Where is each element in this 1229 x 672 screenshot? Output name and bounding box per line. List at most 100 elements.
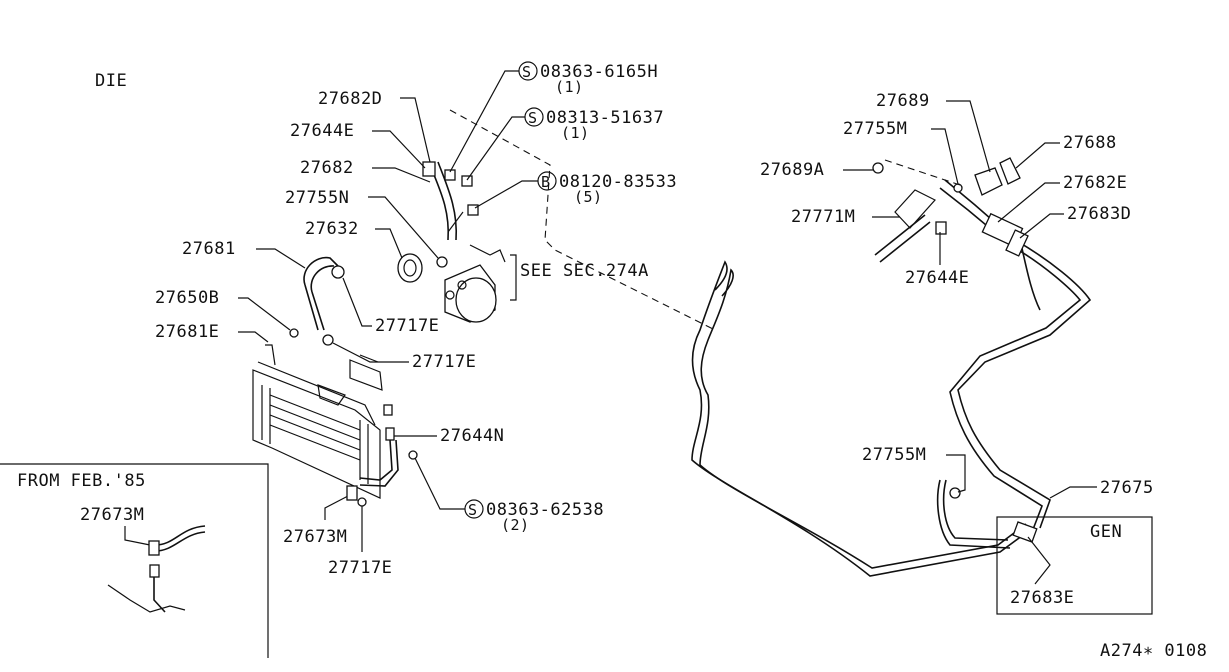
- hose-27681: [304, 284, 325, 331]
- bracket-27771m: [894, 189, 936, 229]
- fastener-3-qty: (5): [574, 188, 603, 206]
- leader-27755m-b: [946, 454, 966, 493]
- callout-27644e-b: 27644E: [905, 268, 969, 288]
- main-lines: [691, 157, 1092, 577]
- line-27675-inner: [699, 268, 1027, 569]
- fitting-27717e-a: [331, 265, 345, 279]
- callout-27675: 27675: [1100, 478, 1154, 498]
- fastener-3-part: 08120-83533: [559, 172, 677, 192]
- leader-fastener-4: [414, 457, 465, 510]
- pulley-hub: [403, 259, 417, 277]
- inset-pipe-lower: [153, 577, 166, 613]
- condenser-bracket-left: [265, 344, 276, 366]
- leader-27688: [1015, 142, 1060, 169]
- fastener-3-symbol: B: [541, 173, 551, 191]
- see-sec-bracket: [510, 254, 517, 301]
- line-27755m-b-inner: [942, 479, 1009, 541]
- callout-27681e: 27681E: [155, 322, 219, 342]
- pipe-27673m: [359, 439, 393, 481]
- fitting-27755n: [436, 256, 448, 268]
- line-27682e: [944, 179, 1092, 529]
- dash-ref-1: [449, 109, 716, 331]
- pipe-27673m-2: [359, 439, 399, 487]
- fastener-4-qty: (2): [501, 516, 530, 534]
- leader-27717e-b: [332, 342, 409, 363]
- fitting-27717e-b: [322, 334, 334, 346]
- callout-27682e: 27682E: [1063, 173, 1127, 193]
- pipe-27771m: [874, 214, 931, 263]
- bolt-s4: [408, 450, 418, 460]
- fitting-27673m: [346, 485, 358, 501]
- line-27682e-inner: [939, 187, 1082, 533]
- fitting-27717e-c: [357, 497, 367, 507]
- leader-27673m-a: [324, 495, 349, 520]
- dash-ref-2: [884, 159, 961, 186]
- fitting-27650b: [289, 328, 299, 338]
- drawing-reference: A274∗ 0108: [1100, 641, 1207, 661]
- hose-27681-top: [303, 256, 341, 286]
- condenser-frame: [252, 369, 381, 499]
- fastener-2-symbol: S: [528, 109, 538, 127]
- leader-27644e-a: [372, 130, 426, 169]
- inset-from-feb-85: FROM FEB.'85 27673M: [0, 463, 269, 658]
- gen-box: GEN: [996, 516, 1153, 615]
- fitting-27644n-a: [383, 404, 393, 416]
- leader-27673m-inset: [124, 526, 151, 546]
- leader-27755n: [368, 196, 439, 259]
- variant-label-gen: GEN: [1090, 522, 1122, 542]
- leader-27681e: [238, 331, 269, 343]
- leader-27683d: [1019, 213, 1064, 239]
- variant-label-die: DIE: [95, 71, 127, 91]
- compressor-wire: [469, 244, 506, 263]
- inset-body-outline: [107, 584, 186, 613]
- callout-27632: 27632: [305, 219, 359, 239]
- fastener-1-qty: (1): [555, 78, 584, 96]
- leader-27650b: [238, 297, 291, 331]
- fitting-27682d: [422, 161, 436, 177]
- fitting-27755m-b: [949, 487, 961, 499]
- fastener-2-qty: (1): [561, 124, 590, 142]
- callout-27682d: 27682D: [318, 89, 382, 109]
- fastener-4-symbol: S: [468, 501, 478, 519]
- fitting-27644e-b: [935, 221, 947, 235]
- condenser-mount: [317, 384, 346, 406]
- see-section-note: SEE SEC.274A: [520, 261, 649, 281]
- callout-27682: 27682: [300, 158, 354, 178]
- reference-lines: [449, 109, 961, 331]
- callout-27771m: 27771M: [791, 207, 855, 227]
- callout-27673m-a: 27673M: [283, 527, 347, 547]
- condenser-top-rail: [257, 361, 376, 426]
- inset-border: [0, 463, 269, 658]
- leader-fastener-2: [466, 116, 525, 181]
- die-hoses: [303, 161, 479, 346]
- pulley-27632: [397, 253, 423, 283]
- leader-27755m-a: [931, 128, 959, 185]
- hose-27682-2: [437, 161, 458, 241]
- line-27675-outer: [691, 260, 1031, 577]
- callout-27689: 27689: [876, 91, 930, 111]
- fastener-2-part: 08313-51637: [546, 108, 664, 128]
- gen-border: [996, 516, 1153, 615]
- callout-27673m-inset: 27673M: [80, 505, 144, 525]
- callout-27650b: 27650B: [155, 288, 219, 308]
- hose-27681-top-2: [310, 265, 335, 293]
- inset-fitting: [148, 540, 160, 556]
- leader-fastener-1: [449, 70, 519, 173]
- leader-fastener-3: [474, 180, 538, 209]
- fastener-4-part: 08363-62538: [486, 500, 604, 520]
- inset-title: FROM FEB.'85: [17, 471, 146, 491]
- callout-27717e-c: 27717E: [328, 558, 392, 578]
- callout-27689a: 27689A: [760, 160, 824, 180]
- inset-fitting-2: [149, 564, 160, 578]
- bracket-top: [349, 354, 383, 391]
- callout-27688: 27688: [1063, 133, 1117, 153]
- fastener-callouts: S 08363-6165H (1) S 08313-51637 (1) B 08…: [408, 61, 677, 534]
- clamp-27688: [999, 157, 1021, 185]
- leader-27689: [946, 100, 991, 173]
- fastener-1-symbol: S: [522, 63, 532, 81]
- compressor: [397, 244, 517, 323]
- leader-27682: [372, 167, 431, 183]
- condenser: [252, 344, 383, 499]
- leader-27675: [1049, 486, 1097, 499]
